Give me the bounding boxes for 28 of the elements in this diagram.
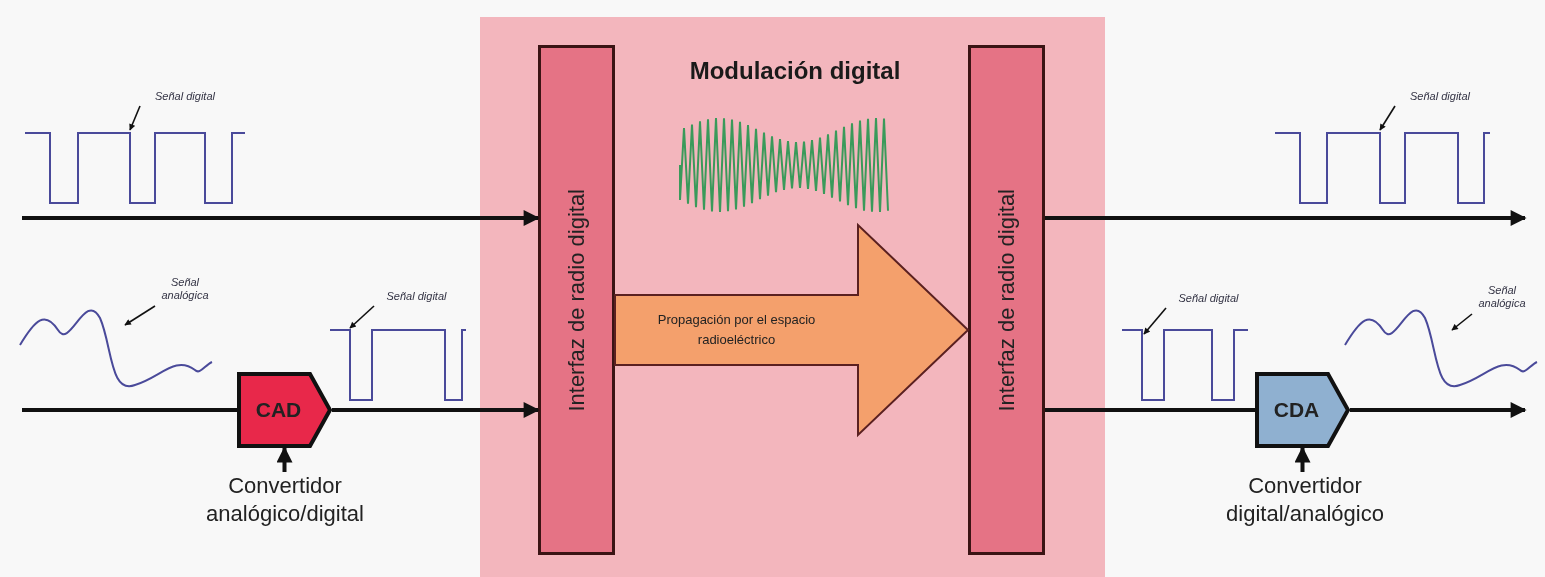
signal-arrow xyxy=(332,402,540,418)
signal-label: Señal analógica xyxy=(155,276,215,306)
edge-label: Propagación por el espacio radioeléctrico xyxy=(656,311,817,349)
block-arrow xyxy=(614,222,970,438)
interface-bar: Interfaz de radio digital xyxy=(968,45,1045,555)
signal-label: Señal digital xyxy=(140,90,230,106)
signal-label: Señal digital xyxy=(1166,292,1251,308)
signal-arrow xyxy=(1294,446,1311,472)
leader-line xyxy=(129,105,141,131)
panel-title: Modulación digital xyxy=(688,57,902,85)
converter-label: Convertidor analógico/digital xyxy=(190,472,380,562)
signal-arrow xyxy=(276,446,293,472)
leader-line xyxy=(1451,313,1473,331)
leader-line xyxy=(1143,307,1167,335)
signal-label: Señal digital xyxy=(1395,90,1485,106)
signal-label: Señal digital xyxy=(374,290,459,306)
converter-block: CDA xyxy=(1255,372,1350,448)
signal-arrow xyxy=(1045,210,1527,226)
signal-label: Señal analógica xyxy=(1472,284,1532,314)
interface-bar: Interfaz de radio digital xyxy=(538,45,615,555)
leader-line xyxy=(349,305,375,329)
signal-arrow xyxy=(1350,402,1527,418)
converter-label: Convertidor digital/analógico xyxy=(1205,472,1405,562)
converter-block: CAD xyxy=(237,372,332,448)
signal-arrow xyxy=(22,210,540,226)
leader-line xyxy=(1379,105,1396,131)
modulation-panel xyxy=(480,17,1105,577)
leader-line xyxy=(124,305,156,326)
